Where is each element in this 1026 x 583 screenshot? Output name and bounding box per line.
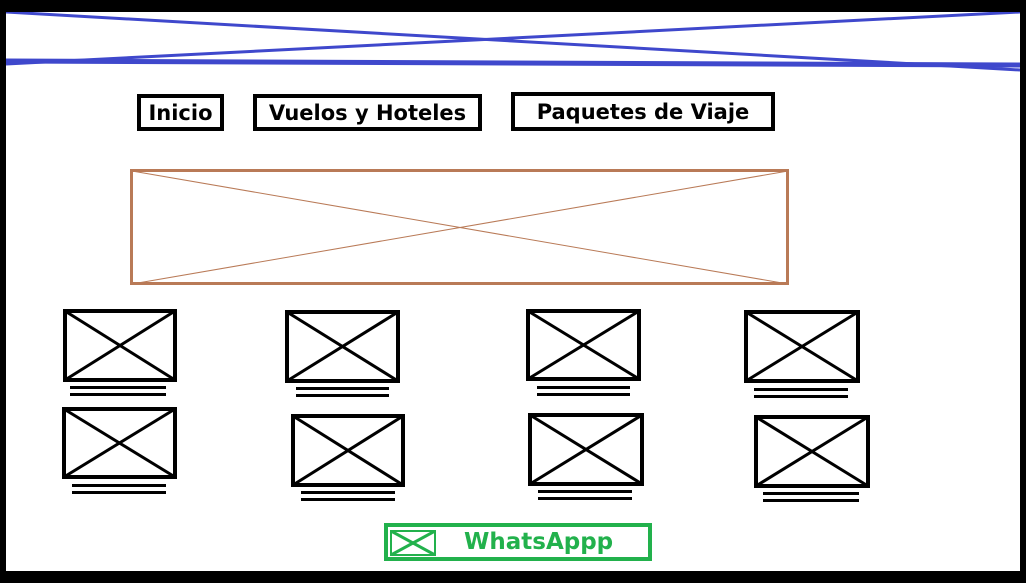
hero-image-placeholder-icon [130, 169, 789, 285]
thumbnail-3-placeholder-icon[interactable] [526, 309, 641, 381]
thumbnail-5-caption-lines [72, 484, 166, 498]
whatsapp-button[interactable]: WhatsAppp [384, 523, 652, 561]
thumbnail-2-caption-lines [296, 387, 389, 401]
thumbnail-5-placeholder-icon[interactable] [62, 407, 177, 479]
thumbnail-1-caption-lines [70, 386, 166, 400]
thumbnail-8-placeholder-icon[interactable] [754, 415, 870, 488]
thumbnail-4-placeholder-icon[interactable] [744, 310, 860, 383]
thumbnail-7-placeholder-icon[interactable] [528, 413, 644, 486]
thumbnail-6-caption-lines [301, 491, 395, 505]
header-banner-placeholder [6, 12, 1020, 72]
thumbnail-7-caption-lines [538, 490, 632, 504]
nav-inicio-button[interactable]: Inicio [137, 94, 224, 131]
nav-paquetes-viaje-button[interactable]: Paquetes de Viaje [511, 92, 775, 131]
thumbnail-6-placeholder-icon[interactable] [291, 414, 405, 487]
thumbnail-1-placeholder-icon[interactable] [63, 309, 177, 382]
nav-vuelos-hoteles-button[interactable]: Vuelos y Hoteles [253, 94, 482, 131]
thumbnail-8-caption-lines [763, 492, 859, 506]
thumbnail-4-caption-lines [754, 388, 848, 402]
whatsapp-label: WhatsAppp [464, 529, 614, 555]
thumbnail-2-placeholder-icon[interactable] [285, 310, 400, 383]
whatsapp-image-placeholder-icon [390, 530, 436, 556]
wireframe-canvas: Inicio Vuelos y Hoteles Paquetes de Viaj… [6, 12, 1020, 571]
thumbnail-3-caption-lines [537, 386, 630, 400]
